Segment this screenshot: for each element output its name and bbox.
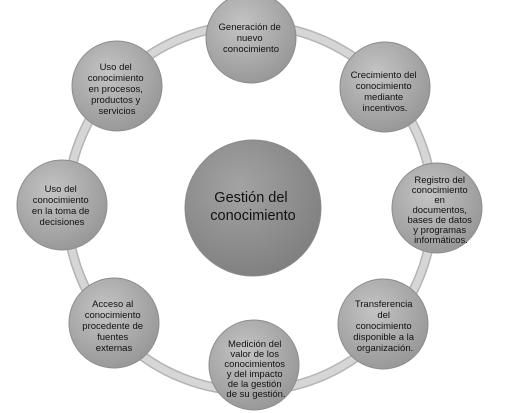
node-label: Uso del conocimiento en procesos, produc… xyxy=(88,62,147,117)
center-hub: Gestión del conocimiento xyxy=(184,139,322,277)
node-label-line: de su gestión. xyxy=(226,389,285,400)
node-label-line: organización. xyxy=(357,343,414,354)
node-uso-procesos: Uso del conocimiento en procesos, produc… xyxy=(71,40,163,132)
node-label-line: conocimiento xyxy=(356,321,412,332)
node-generacion: Generación de nuevo conocimiento xyxy=(205,0,297,84)
node-label-line: informáticos. xyxy=(414,235,468,246)
node-uso-decisiones: Uso del conocimiento en la toma de decis… xyxy=(16,159,108,251)
node-label-line: Registro del xyxy=(414,175,465,186)
node-label-line: Uso del xyxy=(45,184,77,195)
node-label: Registro del conocimiento en documentos,… xyxy=(407,175,474,246)
node-label-line: de la gestión xyxy=(228,379,282,390)
node-label: Crecimiento del conocimiento mediante in… xyxy=(351,70,420,114)
node-label-line: Uso del xyxy=(100,62,132,73)
node-label-line: Medición del xyxy=(228,339,281,350)
node-label-line: incentivos. xyxy=(363,103,408,114)
node-transferencia: Transferencia del conocimiento disponibl… xyxy=(337,278,429,370)
node-label-line: conocimiento xyxy=(33,195,89,206)
node-label-line: Generación de xyxy=(219,22,281,33)
node-label: Uso del conocimiento en la toma de decis… xyxy=(32,184,92,228)
node-label-line: decisiones xyxy=(40,217,85,228)
node-label-line: procedente de xyxy=(82,321,143,332)
node-label-line: mediante xyxy=(364,92,403,103)
node-label-line: externas xyxy=(96,343,133,354)
node-label-line: fuentes xyxy=(97,332,128,343)
node-label: Acceso al conocimiento procedente de fue… xyxy=(82,299,145,354)
node-label-line: disponible a la xyxy=(353,332,414,343)
node-label-line: documentos, xyxy=(412,205,466,216)
node-label-line: nuevo xyxy=(237,33,263,44)
node-label-line: productos y xyxy=(91,95,140,106)
node-label-line: y del impacto xyxy=(227,369,283,380)
node-label-line: Crecimiento del xyxy=(351,70,417,81)
node-label-line: conocimiento xyxy=(412,185,468,196)
center-label-line: Gestión del xyxy=(214,190,287,206)
node-label-line: en procesos, xyxy=(88,84,142,95)
node-label: Medición del valor de los conocimientos … xyxy=(224,339,287,400)
node-label-line: conocimientos xyxy=(224,359,285,370)
node-label-line: bases de datos xyxy=(407,215,472,226)
center-label: Gestión del conocimiento xyxy=(210,190,295,224)
node-label-line: conocimiento xyxy=(356,81,412,92)
node-crecimiento: Crecimiento del conocimiento mediante in… xyxy=(339,41,431,133)
node-label-line: en xyxy=(434,195,445,206)
node-label-line: Acceso al xyxy=(92,299,133,310)
node-label-line: del xyxy=(377,310,390,321)
node-label-line: conocimiento xyxy=(223,44,279,55)
node-label-line: Transferencia xyxy=(355,299,413,310)
node-label-line: conocimiento xyxy=(88,73,144,84)
node-label-line: servicios xyxy=(99,106,136,117)
node-label: Generación de nuevo conocimiento xyxy=(219,22,284,55)
node-label-line: valor de los xyxy=(230,349,279,360)
node-registro: Registro del conocimiento en documentos,… xyxy=(391,162,483,254)
node-label: Transferencia del conocimiento disponibl… xyxy=(353,299,416,354)
node-label-line: conocimiento xyxy=(85,310,141,321)
node-medicion: Medición del valor de los conocimientos … xyxy=(208,319,300,411)
node-acceso: Acceso al conocimiento procedente de fue… xyxy=(68,277,160,369)
node-label-line: y programas xyxy=(413,225,466,236)
node-label-line: en la toma de xyxy=(32,206,90,217)
center-label-line: conocimiento xyxy=(210,208,295,224)
